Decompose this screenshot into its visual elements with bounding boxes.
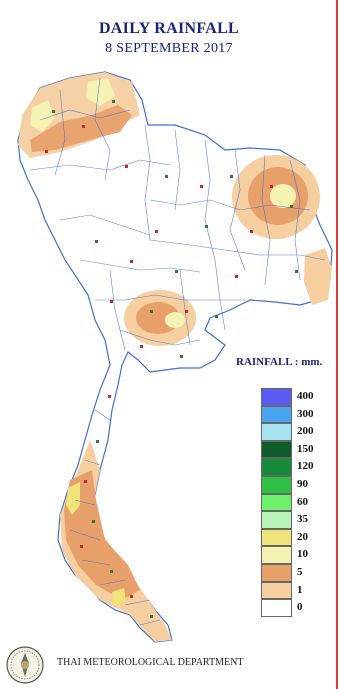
tmd-emblem-icon <box>6 646 44 684</box>
legend-row: 300 <box>261 405 333 424</box>
rain-zone-south-medium <box>64 470 140 600</box>
legend-row: 35 <box>261 511 333 529</box>
legend-row: 400 <box>261 388 333 406</box>
rain-zone-central-core <box>165 312 185 328</box>
legend-swatch <box>261 599 292 617</box>
legend-swatch <box>261 528 292 547</box>
legend-label: 10 <box>297 548 308 561</box>
legend-label: 0 <box>297 601 303 614</box>
legend-label: 200 <box>297 425 314 438</box>
legend-row: 10 <box>261 546 333 564</box>
map-date: 8 SEPTEMBER 2017 <box>105 41 233 56</box>
legend-swatch <box>261 405 292 424</box>
station-markers <box>45 100 298 618</box>
map-title: DAILY RAINFALL <box>98 20 240 37</box>
legend-row: 1 <box>261 581 333 600</box>
rain-zone-north-medium <box>30 105 132 152</box>
legend-title: RAINFALL : mm. <box>236 356 323 368</box>
legend-swatch <box>261 440 292 459</box>
legend-label: 120 <box>297 460 314 473</box>
legend-label: 400 <box>297 390 314 402</box>
rain-zone-northeast-core <box>270 184 296 208</box>
legend-label: 20 <box>297 530 308 543</box>
legend-swatch <box>261 546 292 564</box>
legend-swatch <box>261 563 292 582</box>
legend-row: 90 <box>261 475 333 494</box>
legend-row: 150 <box>261 440 333 459</box>
rain-zone-south-yellow <box>66 482 80 515</box>
legend-swatch <box>261 423 292 441</box>
province-boundaries <box>29 77 326 626</box>
legend-label: 5 <box>297 565 303 578</box>
legend-swatch <box>261 475 292 494</box>
legend-swatch <box>261 511 292 529</box>
legend-label: 35 <box>297 513 308 526</box>
legend-swatch <box>261 458 292 476</box>
legend-label: 150 <box>297 442 314 455</box>
legend-label: 1 <box>297 583 303 596</box>
legend-label: 300 <box>297 407 314 420</box>
legend-row: 120 <box>261 458 333 476</box>
legend-label: 60 <box>297 495 308 508</box>
agency-name: THAI METEOROLOGICAL DEPARTMENT <box>57 657 244 668</box>
legend-row: 5 <box>261 563 333 582</box>
legend-swatch <box>261 493 292 512</box>
legend-row: 60 <box>261 493 333 512</box>
legend-label: 90 <box>297 477 308 490</box>
legend-row: 20 <box>261 528 333 547</box>
rain-zone-south-yellow-2 <box>112 588 126 606</box>
legend-row: 0 <box>261 599 333 617</box>
rain-zone-north-yellow <box>30 100 55 132</box>
rain-zone-north-yellow-2 <box>86 78 115 106</box>
rainfall-map <box>17 71 333 643</box>
legend-row: 200 <box>261 423 333 441</box>
rain-zone-east-light <box>304 248 332 305</box>
legend-swatch <box>261 388 292 406</box>
legend-swatch <box>261 581 292 600</box>
